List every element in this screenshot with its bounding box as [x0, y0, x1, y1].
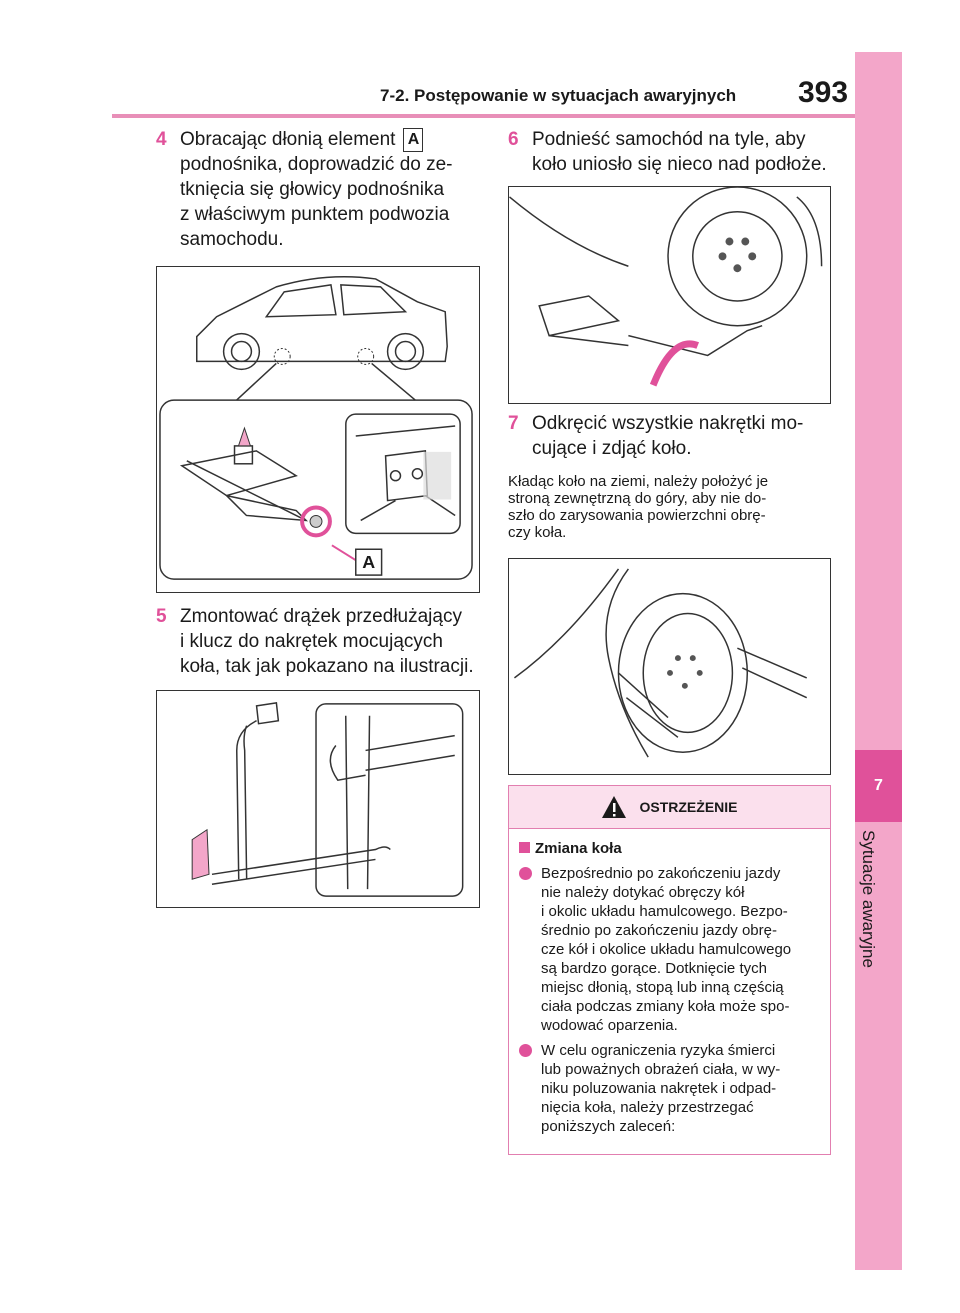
bullet-line: średnio po zakończeniu jazdy obrę- — [541, 922, 777, 939]
header-rule — [112, 114, 862, 118]
chapter-label: Sytuacje awaryjne — [859, 830, 878, 968]
step-text: cujące i zdjąć koło. — [532, 438, 692, 459]
warning-bullet-2: W celu ograniczenia ryzyka śmierci lub p… — [519, 1041, 820, 1136]
warning-title: OSTRZEŻENIE — [639, 799, 738, 815]
bullet-line: nięcia koła, należy przestrzegać — [541, 1099, 754, 1116]
callout-label: A — [362, 552, 375, 572]
warning-bullet-1: Bezpośrednio po zakończeniu jazdy nie na… — [519, 864, 820, 1035]
bullet-line: niku poluzowania nakrętek i odpad- — [541, 1080, 777, 1097]
step-text: Odkręcić wszystkie nakrętki mo- — [532, 413, 804, 434]
step-text: samochodu. — [180, 229, 284, 250]
bullet-line: Bezpośrednio po zakończeniu jazdy — [541, 865, 781, 882]
jack-placement-figure: A — [156, 266, 480, 593]
note-line: szło do zarysowania powierzchni obrę- — [508, 507, 766, 524]
warning-subheading: Zmiana koła — [519, 839, 820, 858]
warning-icon — [602, 796, 627, 818]
page-number: 393 — [798, 76, 849, 109]
step-text: tknięcia się głowicy podnośnika — [180, 179, 445, 200]
chapter-number: 7 — [874, 777, 883, 794]
bullet-line: nie należy dotykać obręczy kół — [541, 884, 745, 901]
remove-wheel-illustration — [514, 568, 808, 758]
step-7: 7 Odkręcić wszystkie nakrętki mo- cujące… — [508, 411, 848, 461]
step-4: 4 Obracając dłonią element A podnośnika, … — [156, 127, 486, 252]
bullet-line: wodować oparzenia. — [541, 1017, 678, 1034]
lift-vehicle-illustration — [509, 187, 823, 387]
section-title: 7-2. Postępowanie w sytuacjach awaryjnyc… — [380, 86, 737, 105]
note-line: Kładąc koło na ziemi, należy położyć je — [508, 473, 769, 490]
lift-vehicle-figure — [508, 186, 831, 404]
step-text: Obracając dłonią element — [180, 129, 396, 150]
bullet-line: lub poważnych obrażeń ciała, w wy- — [541, 1061, 781, 1078]
step-text: z właściwym punktem podwozia — [180, 204, 450, 225]
step-text: koło uniosło się nieco nad podłoże. — [532, 154, 827, 175]
step-text: Podnieść samochód na tyle, aby — [532, 129, 806, 150]
bullet-line: poniższych zaleceń: — [541, 1118, 676, 1135]
step-text: podnośnika, doprowadzić do ze- — [180, 154, 453, 175]
bullet-line: cze kół i okolice układu hamulcowego — [541, 941, 792, 958]
bullet-line: ciała podczas zmiany koła może spo- — [541, 998, 790, 1015]
bullet-line: W celu ograniczenia ryzyka śmierci — [541, 1042, 776, 1059]
subheading-text: Zmiana koła — [535, 840, 622, 857]
wheel-placement-note: Kładąc koło na ziemi, należy położyć je … — [508, 473, 838, 541]
step-5: 5 Zmontować drążek przedłużający i klucz… — [156, 604, 496, 679]
note-line: czy koła. — [508, 524, 567, 541]
callout-badge: A — [403, 127, 424, 152]
step-number: 4 — [156, 129, 167, 150]
chapter-tab[interactable]: 7 — [855, 750, 902, 822]
step-text: Zmontować drążek przedłużający — [180, 606, 462, 627]
wrench-assembly-illustration — [191, 702, 464, 897]
wrench-assembly-figure — [156, 690, 480, 908]
note-line: stroną zewnętrzną do góry, aby nie do- — [508, 490, 767, 507]
bullet-line: są bardzo gorące. Dotknięcie tych — [541, 960, 767, 977]
jack-placement-illustration: A — [159, 276, 473, 580]
step-number: 6 — [508, 129, 519, 150]
bullet-dot-icon — [519, 1044, 532, 1057]
step-6: 6 Podnieść samochód na tyle, aby koło un… — [508, 127, 848, 177]
bullet-line: i okolic układu hamulcowego. Bezpo- — [541, 903, 788, 920]
remove-wheel-figure — [508, 558, 831, 775]
square-bullet-icon — [519, 842, 530, 853]
bullet-dot-icon — [519, 867, 532, 880]
step-text: koła, tak jak pokazano na ilustracji. — [180, 656, 474, 677]
step-number: 5 — [156, 606, 167, 627]
step-text: i klucz do nakrętek mocujących — [180, 631, 443, 652]
warning-header: OSTRZEŻENIE — [509, 786, 830, 829]
step-number: 7 — [508, 413, 519, 434]
side-tab-strip — [855, 52, 902, 1270]
bullet-line: miejsc dłonią, stopą lub inną częścią — [541, 979, 784, 996]
warning-box: OSTRZEŻENIE Zmiana koła Bezpośrednio po … — [508, 785, 831, 1155]
